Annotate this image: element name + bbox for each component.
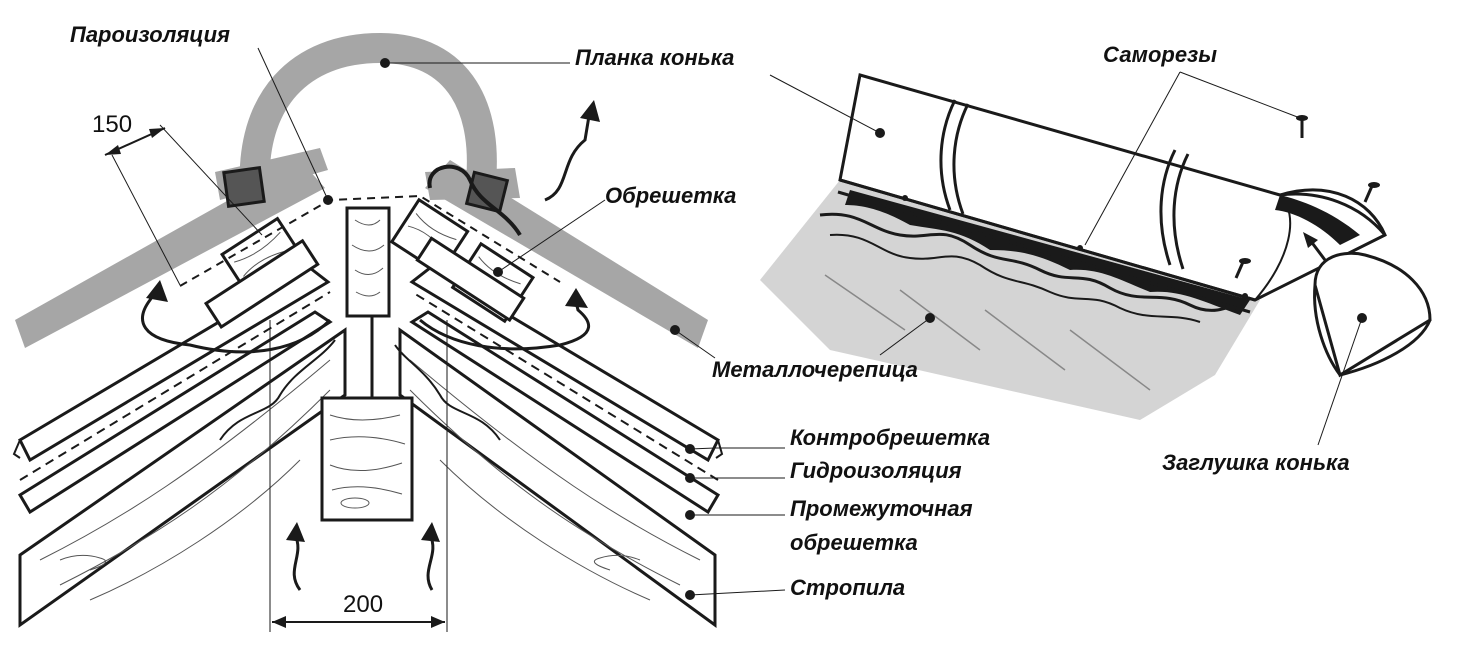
leader-lines-right	[769, 71, 1367, 446]
dimension-lines	[104, 124, 448, 632]
battens-left	[203, 216, 320, 330]
leader-lines-left	[257, 47, 786, 600]
label-intermediate-battens-1: Промежуточная	[790, 496, 973, 521]
tile-wave-profile	[819, 212, 1246, 312]
label-waterproofing: Гидроизоляция	[790, 458, 962, 483]
metal-tile-sheet-3d	[760, 180, 1260, 420]
ridge-cross-section	[12, 32, 786, 632]
ridge-strip-3d	[837, 73, 1387, 314]
rafter-right	[398, 327, 717, 628]
dimension-150: 150	[92, 111, 133, 138]
label-rafters: Стропила	[790, 575, 906, 600]
label-intermediate-battens-2: обрешетка	[790, 530, 918, 555]
ridge-strip-arch	[239, 32, 497, 192]
airflow-arrows	[141, 100, 600, 591]
label-screws: Саморезы	[1103, 42, 1218, 67]
label-counter-battens: Контробрешетка	[790, 425, 991, 450]
label-battens: Обрешетка	[605, 183, 737, 208]
label-metal-tile: Металлочерепица	[712, 357, 918, 382]
counter-battens	[12, 266, 724, 463]
ridge-end-cap	[1313, 251, 1432, 378]
intermediate-battens	[17, 310, 721, 515]
label-ridge-strip: Планка конька	[575, 45, 735, 70]
label-ridge-cap: Заглушка конька	[1162, 450, 1350, 475]
ridge-post-top	[345, 206, 391, 318]
ridge-3d-view	[760, 71, 1432, 446]
screws	[1234, 115, 1380, 279]
waterproofing-membrane	[19, 291, 719, 481]
vapor-barrier-line	[179, 194, 561, 287]
ridge-beam	[320, 396, 414, 522]
rafter-left	[18, 327, 347, 628]
label-vapor-barrier: Пароизоляция	[70, 22, 230, 47]
battens-right	[389, 197, 536, 324]
dimension-200: 200	[343, 591, 384, 618]
seal-blocks	[222, 165, 510, 214]
